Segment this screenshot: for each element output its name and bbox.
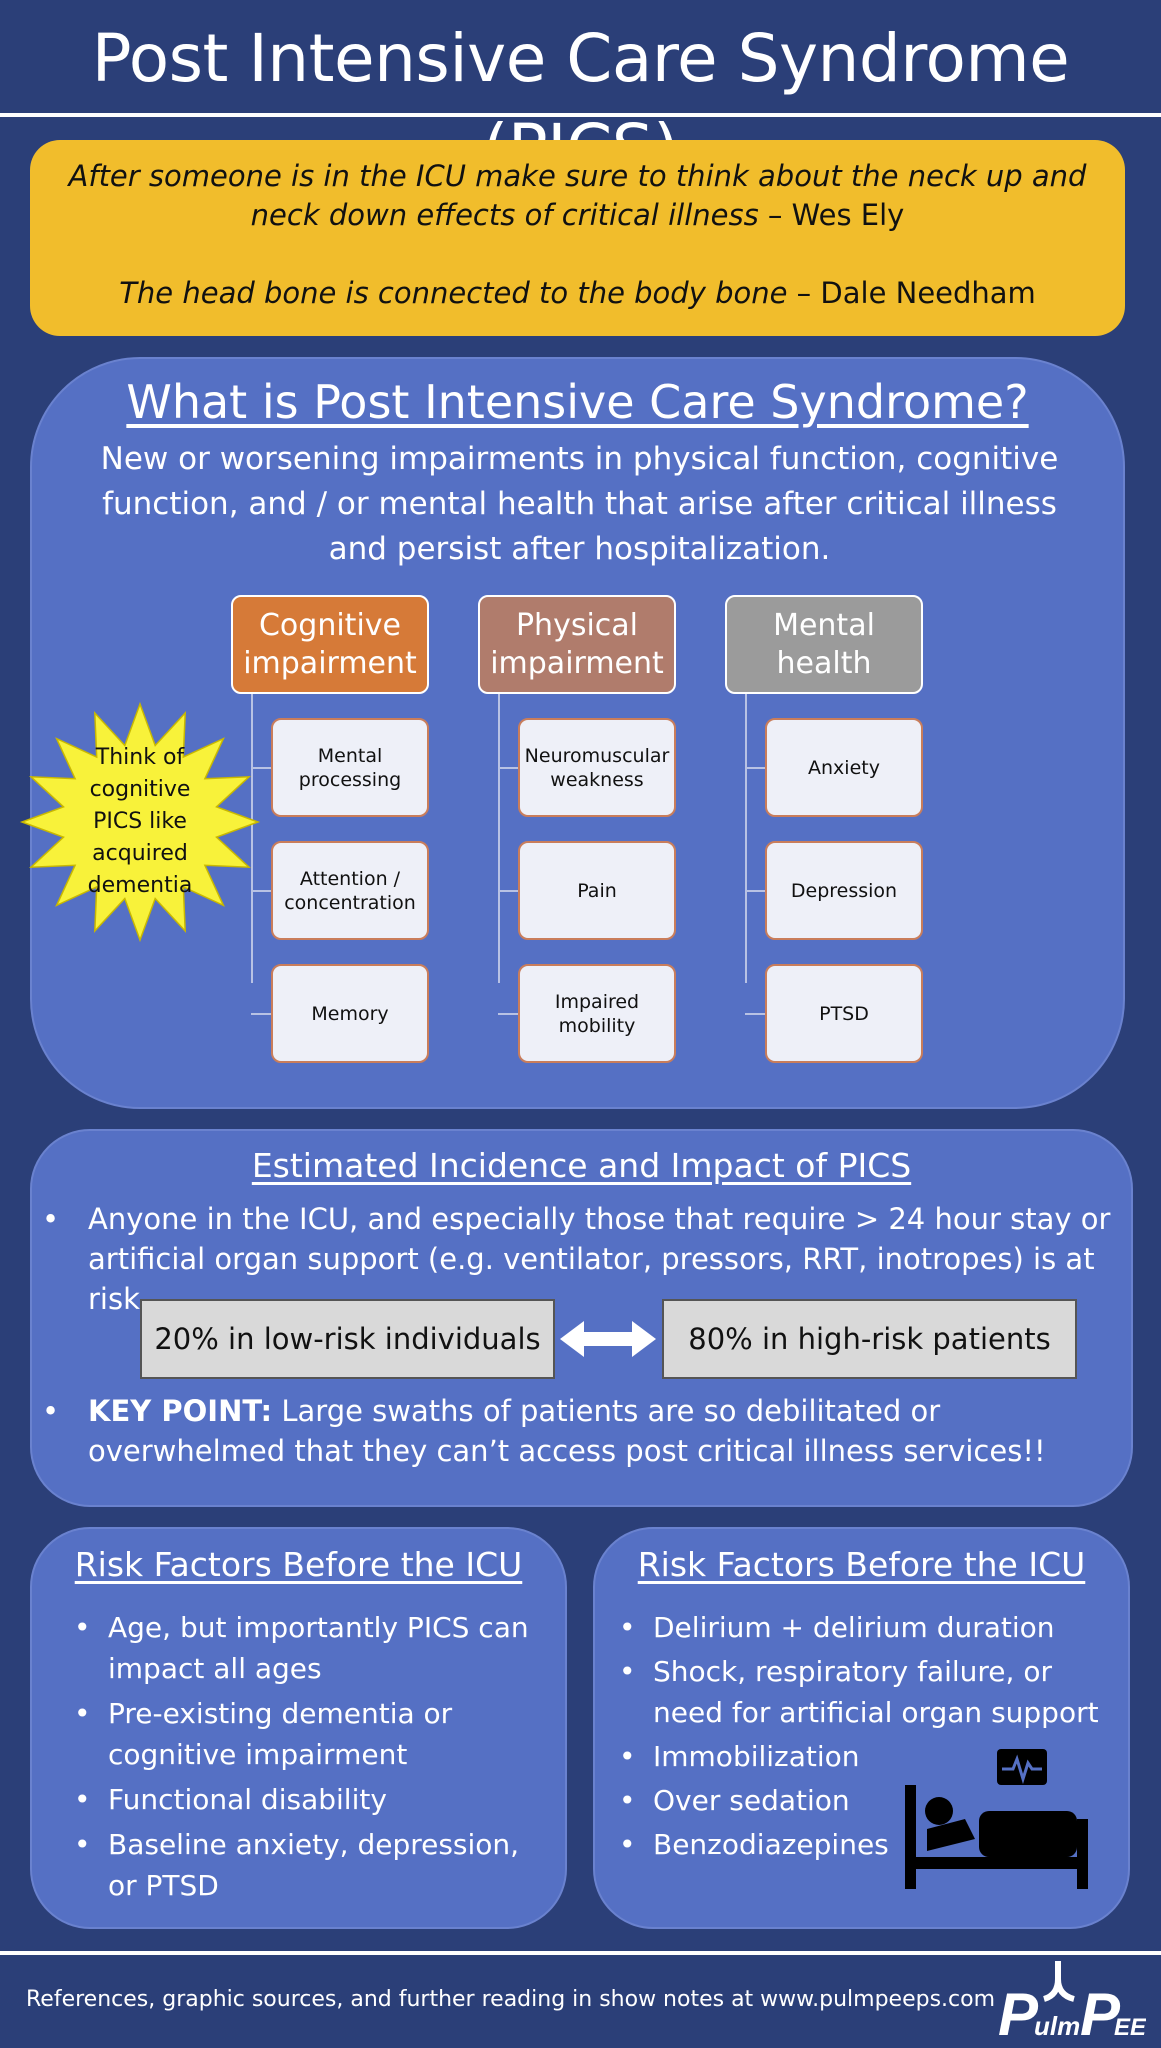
quote-2: The head bone is connected to the body b…: [119, 276, 1036, 310]
item-depression: Depression: [765, 841, 923, 940]
incidence-bullets: Anyone in the ICU, and especially those …: [32, 1199, 1127, 1319]
low-risk-stat: 20% in low-risk individuals: [140, 1299, 555, 1379]
list-item: Immobilization: [597, 1736, 1117, 1777]
incidence-heading: Estimated Incidence and Impact of PICS: [251, 1146, 912, 1185]
category-mental-health: Mental health: [725, 595, 923, 694]
tree-branch: [745, 890, 765, 892]
tree-branch: [498, 890, 518, 892]
starburst-callout-icon: [19, 702, 261, 942]
pulmpeeps-logo: P ulm P EEPs: [998, 1961, 1146, 2043]
category-physical: Physical impairment: [478, 595, 676, 694]
quote-1-text: After someone is in the ICU make sure to…: [68, 159, 1087, 232]
item-neuromuscular-weakness: Neuromuscular weakness: [518, 718, 676, 817]
pics-definition: New or worsening impairments in physical…: [100, 441, 1059, 567]
page-title: Post Intensive Care Syndrome (PICS): [91, 20, 1070, 187]
what-is-heading: What is Post Intensive Care Syndrome?: [126, 375, 1029, 429]
quote-box: After someone is in the ICU make sure to…: [30, 140, 1125, 336]
svg-text:EEPs: EEPs: [1114, 2014, 1146, 2041]
item-attention-concentration: Attention / concentration: [271, 841, 429, 940]
risk-during-heading: Risk Factors Before the ICU: [637, 1545, 1086, 1584]
risk-factors-before-panel: Risk Factors Before the ICU Age, but imp…: [30, 1527, 567, 1929]
item-pain: Pain: [518, 841, 676, 940]
incidence-bullet-risk: Anyone in the ICU, and especially those …: [32, 1199, 1127, 1319]
svg-text:P: P: [998, 1981, 1039, 2043]
double-arrow-icon: [560, 1321, 656, 1357]
key-point-label: KEY POINT:: [88, 1394, 273, 1428]
tree-branch: [498, 1013, 518, 1015]
quote-1: After someone is in the ICU make sure to…: [68, 159, 1087, 232]
footer-divider: [0, 1951, 1161, 1955]
list-item: Over sedation: [597, 1780, 1117, 1821]
high-risk-stat: 80% in high-risk patients: [662, 1299, 1077, 1379]
risk-during-list: Delirium + delirium duration Shock, resp…: [597, 1607, 1117, 1868]
tree-branch: [745, 1013, 765, 1015]
list-item: Pre-existing dementia or cognitive impai…: [52, 1693, 552, 1775]
tree-branch: [251, 890, 271, 892]
tree-branch: [251, 1013, 271, 1015]
list-item: Shock, respiratory failure, or need for …: [597, 1651, 1117, 1733]
callout-label: Think of cognitive PICS like acquired de…: [87, 745, 193, 898]
risk-before-list: Age, but importantly PICS can impact all…: [52, 1607, 552, 1910]
quote-2-text: The head bone is connected to the body b…: [119, 276, 788, 310]
footer-references: References, graphic sources, and further…: [26, 1987, 996, 2012]
what-is-pics-panel: What is Post Intensive Care Syndrome? Ne…: [19, 357, 1125, 1109]
quote-1-author: Wes Ely: [791, 198, 905, 232]
item-memory: Memory: [271, 964, 429, 1063]
list-item: Benzodiazepines: [597, 1824, 1117, 1865]
incidence-panel: Estimated Incidence and Impact of PICS A…: [30, 1129, 1133, 1507]
key-point-text: Large swaths of patients are so debilita…: [88, 1394, 1046, 1468]
tree-branch: [745, 767, 765, 769]
risk-factors-during-panel: Risk Factors Before the ICU Delirium + d…: [593, 1527, 1130, 1929]
item-ptsd: PTSD: [765, 964, 923, 1063]
title-divider: [0, 113, 1161, 117]
item-mental-processing: Mental processing: [271, 718, 429, 817]
tree-line-cognitive: [251, 694, 253, 983]
key-point-bullets: KEY POINT: Large swaths of patients are …: [32, 1391, 1127, 1471]
category-cognitive: Cognitive impairment: [231, 595, 429, 694]
svg-text:ulm: ulm: [1034, 2011, 1080, 2041]
list-item: Functional disability: [52, 1779, 552, 1820]
tree-branch: [498, 767, 518, 769]
list-item: Baseline anxiety, depression, or PTSD: [52, 1824, 552, 1906]
item-impaired-mobility: Impaired mobility: [518, 964, 676, 1063]
item-anxiety: Anxiety: [765, 718, 923, 817]
tree-line-physical: [498, 694, 500, 983]
svg-text:P: P: [1080, 1981, 1121, 2043]
quote-2-author: Dale Needham: [820, 276, 1036, 310]
risk-before-heading: Risk Factors Before the ICU: [74, 1545, 523, 1584]
tree-line-mental: [745, 694, 747, 983]
callout-text: Think of cognitive PICS like acquired de…: [15, 702, 265, 942]
tree-branch: [251, 767, 271, 769]
hospital-bed-monitor-icon: [905, 1749, 1088, 1889]
list-item: Delirium + delirium duration: [597, 1607, 1117, 1648]
list-item: Age, but importantly PICS can impact all…: [52, 1607, 552, 1689]
key-point-bullet: KEY POINT: Large swaths of patients are …: [32, 1391, 1127, 1471]
